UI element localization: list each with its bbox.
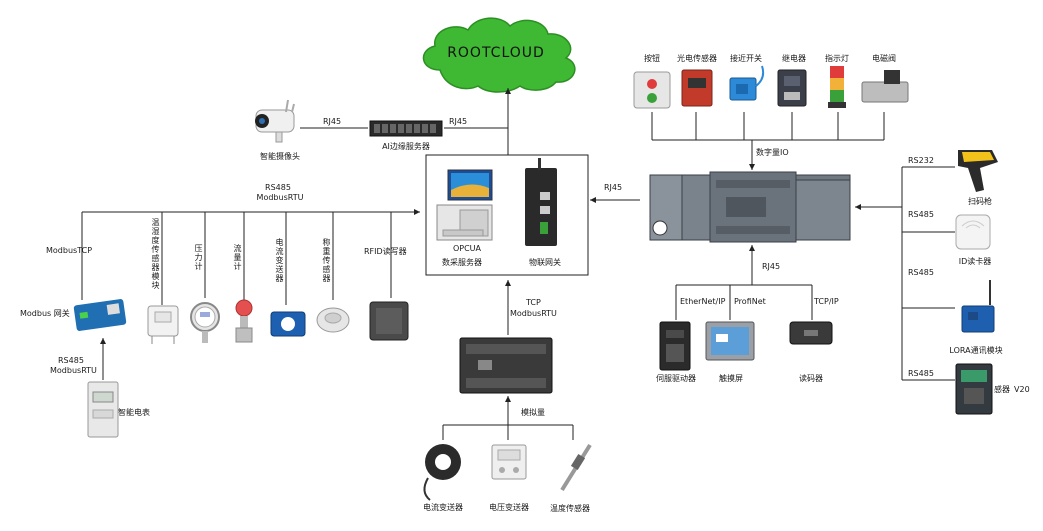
- temperature-probe-device: [560, 443, 592, 492]
- meter-modbusrtu-label: ModbusRTU: [50, 366, 97, 375]
- controller-module-icon: [459, 337, 553, 394]
- io-label-solenoid: 电磁阀: [872, 54, 896, 63]
- bottom-modbusrtu-label: ModbusRTU: [510, 309, 557, 318]
- flow-meter-device: [235, 299, 253, 343]
- rs485-label-3: RS485: [908, 369, 934, 378]
- connection-lines: [81, 88, 955, 440]
- rs485-label-2: RS485: [908, 268, 934, 277]
- relay-device: [777, 69, 807, 107]
- io-label-button: 按钮: [644, 54, 660, 63]
- push-button-device: [633, 71, 671, 109]
- sensor-label-flow: 流量计: [233, 244, 242, 271]
- modbus-gateway-label: Modbus 网关: [20, 309, 70, 318]
- left-bus-protocol-1: RS485: [265, 183, 291, 192]
- opcua-label: OPCUA: [452, 244, 482, 253]
- iot-gateway-icon: [525, 158, 557, 246]
- id-card-reader-device: [955, 214, 991, 250]
- load-cell-device: [316, 307, 350, 333]
- edge-server-label: AI边缘服务器: [382, 142, 430, 151]
- inverter-label: 感器: [994, 385, 1010, 394]
- rs485-label-1: RS485: [908, 210, 934, 219]
- ethernet-ip-label: EtherNet/IP: [680, 297, 726, 306]
- id-reader-label: ID读卡器: [958, 257, 992, 266]
- pressure-gauge-device: [190, 302, 220, 343]
- edge-server-icon: [369, 120, 443, 137]
- io-label-relay: 继电器: [782, 54, 806, 63]
- rootcloud-label: ROOTCLOUD: [447, 45, 545, 61]
- current-clamp-device: [423, 444, 461, 501]
- voltage-transmitter-device: [491, 444, 527, 480]
- io-label-proximity: 接近开关: [730, 54, 762, 63]
- photoelectric-sensor-device: [681, 69, 713, 107]
- plc-rj45-label: RJ45: [604, 183, 623, 192]
- smart-meter-icon: [87, 381, 119, 438]
- humidity-sensor-device: [147, 305, 179, 344]
- code-reader-device: [789, 321, 833, 345]
- solenoid-valve-device: [861, 70, 909, 103]
- bottom-tcp-label: TCP: [526, 298, 541, 307]
- scanner-label: 扫码枪: [968, 197, 992, 206]
- sensor-label-load: 称重传感器: [322, 238, 331, 283]
- bottom-device-temperature: 温度传感器: [550, 504, 590, 513]
- left-bus-protocol-2: ModbusRTU: [256, 193, 304, 202]
- lora-module-device: [961, 280, 995, 333]
- digital-io-label: 数字量IO: [756, 148, 789, 157]
- signal-tower-device: [828, 66, 846, 108]
- inverter-model: V20: [1014, 385, 1030, 394]
- tcp-ip-label: TCP/IP: [814, 297, 839, 306]
- center-box: [425, 154, 589, 276]
- barcode-scanner-device: [958, 150, 998, 192]
- rootcloud-cloud: ROOTCLOUD: [422, 17, 576, 93]
- current-transmitter-device: [270, 311, 306, 337]
- modbus-gateway-icon: [73, 299, 127, 331]
- rj45-label-left: RJ45: [322, 117, 342, 126]
- iot-gateway-label: 物联网关: [529, 258, 561, 267]
- sensor-label-current: 电流变送器: [275, 238, 284, 283]
- plc-rj45-down-label: RJ45: [762, 262, 781, 271]
- io-label-photoelectric: 光电传感器: [677, 54, 717, 63]
- sensor-label-humidity: 温湿度传感器模块: [151, 218, 160, 290]
- data-server-icon: [436, 169, 493, 241]
- inverter-device: [955, 363, 993, 415]
- smart-camera-icon: [255, 99, 295, 143]
- bottom-device-voltage: 电压变送器: [489, 503, 529, 512]
- analog-label: 模拟量: [521, 408, 545, 417]
- touch-screen-label: 触摸屏: [719, 374, 743, 383]
- rj45-label-right: RJ45: [448, 117, 468, 126]
- lora-label: LORA通讯模块: [949, 346, 1003, 355]
- meter-rs485-label: RS485: [58, 356, 84, 365]
- touch-screen-device: [705, 321, 755, 361]
- camera-label: 智能摄像头: [260, 152, 300, 161]
- proximity-switch-device: [729, 65, 765, 101]
- sensor-label-rfid: RFID读写器: [364, 247, 407, 256]
- io-label-indicator: 指示灯: [825, 54, 849, 63]
- plc-icon: [649, 171, 851, 243]
- profinet-label: ProfiNet: [734, 297, 766, 306]
- rs232-label: RS232: [908, 156, 934, 165]
- servo-drive-label: 伺服驱动器: [656, 374, 696, 383]
- bottom-device-current: 电流变送器: [423, 503, 463, 512]
- servo-drive-device: [659, 321, 691, 371]
- data-server-label: 数采服务器: [442, 258, 482, 267]
- sensor-label-pressure: 压力计: [194, 244, 203, 271]
- rfid-reader-device: [369, 301, 409, 341]
- smart-meter-label: 智能电表: [118, 408, 150, 417]
- code-reader-label: 读码器: [799, 374, 823, 383]
- modbustcp-label: ModbusTCP: [46, 246, 93, 255]
